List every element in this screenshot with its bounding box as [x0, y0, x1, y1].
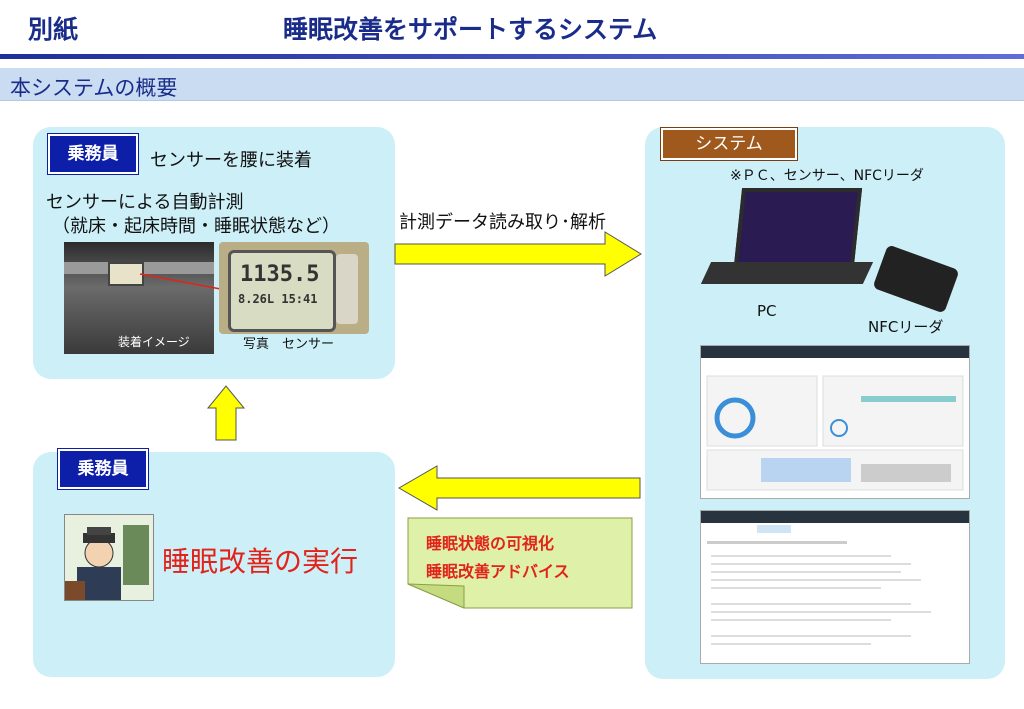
- lcd-reading-main: 1135.5: [240, 262, 320, 287]
- system-components-note: ※ＰＣ、センサー、NFCリーダ: [730, 168, 924, 184]
- laptop-screen: [733, 188, 863, 266]
- lcd-reading-sub: 8.26L 15:41: [238, 292, 318, 306]
- wearing-image-photo: [64, 242, 214, 354]
- nfc-reader-label: NFCリーダ: [868, 318, 944, 336]
- app-advice-screenshot: [700, 510, 970, 664]
- auto-measure-text: センサーによる自動計測: [46, 192, 244, 213]
- sensor-buttons: [336, 254, 358, 324]
- subheader-title: 本システムの概要: [10, 76, 178, 100]
- worn-sensor-device: [108, 262, 144, 286]
- action-arrow-up: [206, 385, 246, 441]
- result-note-shape: [407, 517, 633, 609]
- sensor-photo-caption: 写真 センサー: [243, 337, 335, 352]
- app-dashboard-screenshot: [700, 345, 970, 499]
- sensor-lcd: [228, 250, 336, 332]
- laptop-keyboard: [700, 262, 874, 284]
- attach-sensor-text: センサーを腰に装着: [150, 150, 312, 171]
- crew-tag-2: 乗務員: [58, 449, 148, 489]
- feedback-arrow-left: [398, 465, 641, 511]
- wearing-image-caption: 装着イメージ: [118, 335, 190, 349]
- page-title: 睡眠改善をサポートするシステム: [283, 15, 658, 44]
- sensor-callout-line: [139, 273, 227, 291]
- readout-arrow-right: [394, 231, 642, 277]
- subheader-bar: [0, 68, 1024, 101]
- readout-arrow-label: 計測データ読み取り･解析: [399, 212, 606, 233]
- result-advice-text: 睡眠改善アドバイス: [426, 562, 570, 581]
- system-tag: システム: [661, 128, 797, 160]
- header-divider: [0, 54, 1024, 59]
- crew-tag: 乗務員: [48, 134, 138, 174]
- auto-measure-detail: （就床・起床時間・睡眠状態など）: [52, 216, 340, 237]
- header-left-label: 別紙: [28, 15, 79, 44]
- result-visualization-text: 睡眠状態の可視化: [426, 534, 555, 553]
- conductor-illustration: [64, 514, 154, 601]
- pc-label: PC: [757, 302, 777, 320]
- sleep-improvement-action: 睡眠改善の実行: [162, 545, 359, 578]
